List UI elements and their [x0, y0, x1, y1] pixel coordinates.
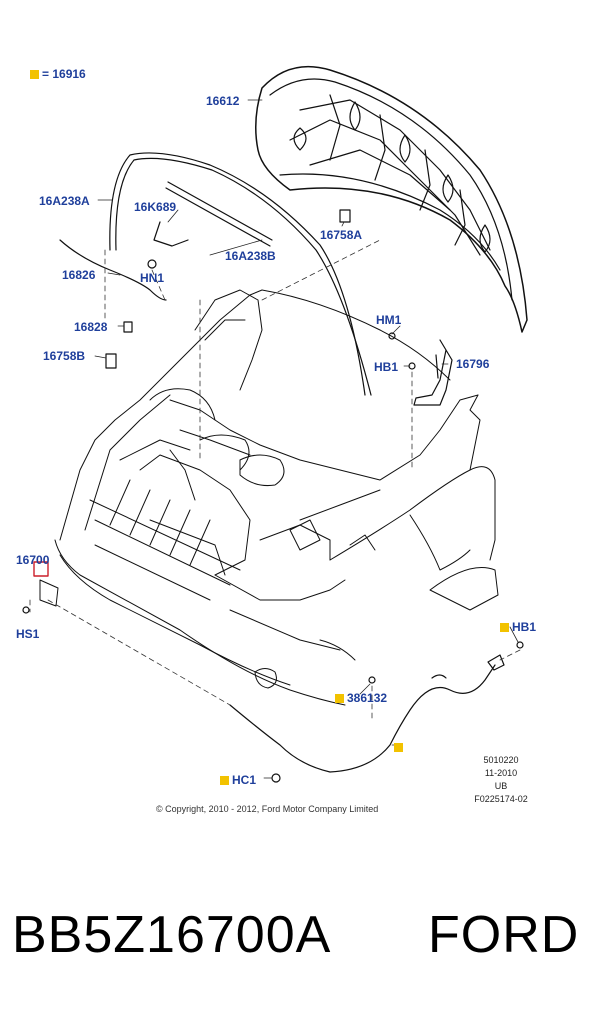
bumper-16758B — [105, 353, 117, 369]
cable-handle — [487, 654, 505, 671]
drawing-number: 5010220 — [483, 755, 519, 765]
callout-HS1[interactable]: HS1 — [16, 627, 40, 641]
callout-HC1[interactable]: HC1 — [220, 773, 256, 787]
bolt-HM1 — [388, 332, 396, 340]
callout-HC1-text: HC1 — [232, 773, 257, 787]
yellow-marker — [220, 776, 229, 785]
callout-16612[interactable]: 16612 — [206, 94, 240, 108]
drawing-date: 11-2010 — [484, 768, 518, 778]
hinge-16796 — [413, 339, 453, 406]
callout-16796[interactable]: 16796 — [456, 357, 490, 371]
bolt-HB1-right — [516, 641, 524, 649]
callout-HN1[interactable]: HN1 — [140, 271, 165, 285]
release-cable — [229, 664, 496, 773]
yellow-marker — [500, 623, 509, 632]
hood-latch-16700 — [33, 561, 49, 577]
callout-16A238B[interactable]: 16A238B — [225, 249, 276, 263]
callout-16700[interactable]: 16700 — [16, 553, 50, 567]
nut-HN1 — [147, 259, 157, 269]
callout-marker-only[interactable] — [394, 740, 406, 754]
legend-text: = 16916 — [42, 67, 86, 81]
weatherstrip-16A238B — [165, 181, 273, 247]
legend: = 16916 — [30, 67, 86, 81]
prop-rod-16K689 — [153, 221, 189, 247]
yellow-marker — [394, 743, 403, 752]
callout-HB1-top[interactable]: HB1 — [374, 360, 399, 374]
callout-16A238A[interactable]: 16A238A — [39, 194, 90, 208]
cable-16826 — [59, 239, 167, 301]
callout-16826[interactable]: 16826 — [62, 268, 96, 282]
brand-name: FORD — [428, 906, 580, 964]
leader-lines — [29, 239, 521, 721]
drawing-id: F0225174-02 — [474, 794, 528, 804]
callout-HM1[interactable]: HM1 — [376, 313, 402, 327]
hood-panel — [255, 65, 528, 333]
clip-386132 — [368, 676, 376, 684]
yellow-marker — [335, 694, 344, 703]
drawing-metadata: 5010220 11-2010 UB F0225174-02 — [466, 754, 536, 806]
callout-16K689[interactable]: 16K689 — [134, 200, 177, 214]
callout-16758A[interactable]: 16758A — [320, 228, 363, 242]
cable-end — [431, 674, 447, 679]
callout-16758B[interactable]: 16758B — [43, 349, 86, 363]
callout-386132-text: 386132 — [347, 691, 388, 705]
weatherstrip-16A238A — [109, 152, 372, 396]
callout-HB1-right-text: HB1 — [512, 620, 537, 634]
bolt-HS1 — [22, 606, 30, 614]
callout-HB1-right[interactable]: HB1 — [500, 620, 536, 634]
bumper-16758A — [339, 209, 351, 223]
copyright-notice: © Copyright, 2010 - 2012, Ford Motor Com… — [156, 804, 379, 814]
bolt-HC1 — [271, 773, 281, 783]
vehicle-front-structure — [39, 289, 499, 706]
callout-386132[interactable]: 386132 — [335, 691, 387, 705]
legend-marker — [30, 70, 39, 79]
callout-16828[interactable]: 16828 — [74, 320, 108, 334]
drawing-region: UB — [494, 781, 508, 791]
clip-16828 — [123, 321, 133, 333]
part-number: BB5Z16700A — [12, 906, 332, 964]
callout-leaders — [94, 99, 519, 779]
